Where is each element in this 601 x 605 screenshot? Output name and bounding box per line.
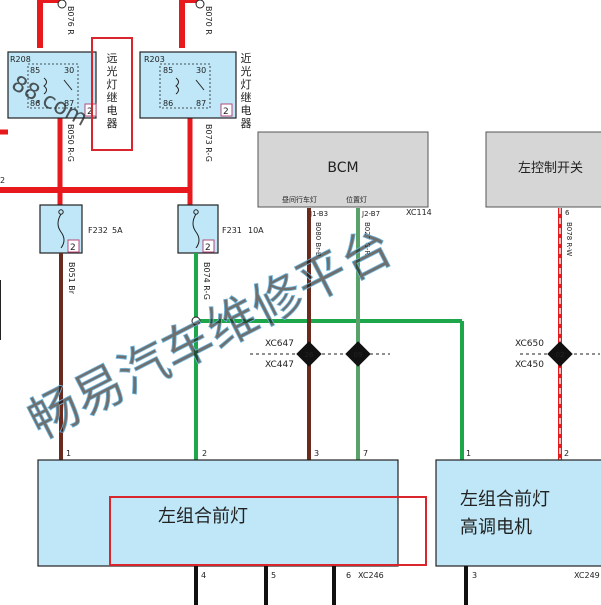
bcm-pin-2: J2-B7	[361, 210, 380, 218]
relay-right: R203 85 30 86 87 2	[139, 51, 237, 119]
relay-right-ref: R203	[144, 55, 165, 64]
left-control-switch: 左控制开关	[485, 131, 601, 208]
headlamp-connector: XC246	[358, 571, 384, 580]
headlamp-pin-5: 5	[271, 571, 276, 580]
motor-pin-3: 3	[472, 571, 477, 580]
switch-pin: 6	[565, 209, 570, 217]
fuse-left-wire-out: B051 Br	[67, 262, 76, 295]
motor-title-1: 左组合前灯	[460, 489, 550, 510]
fuse-right: 2	[177, 204, 219, 254]
fuse-left: 2	[39, 204, 83, 254]
relay-left-wire-bottom: B050 R-G	[66, 124, 75, 162]
motor-pin-1: 1	[466, 449, 471, 458]
headlamp-highlight	[109, 496, 427, 566]
fuse-left-ref: F232	[88, 226, 108, 235]
bcm-module: BCM 昼间行车灯 位置灯	[257, 131, 429, 208]
fuse-right-ref: F231	[222, 226, 242, 235]
headlamp-motor: 1 2 左组合前灯 高调电机	[435, 449, 601, 567]
headlamp-pin-6: 6	[346, 571, 351, 580]
relay-right-name-text: 近光灯继电器	[241, 52, 252, 130]
splice-node	[195, 0, 205, 9]
splice-right-bottom: XC450	[515, 360, 544, 370]
headlamp-pin-4: 4	[201, 571, 206, 580]
fuse-right-badge: 2	[205, 243, 211, 253]
bcm-port-2: 位置灯	[346, 195, 367, 204]
splice-connector-left: 26 09	[250, 341, 390, 367]
relay-left-pin-87: 87	[64, 99, 74, 108]
relay-right-pin-30: 30	[196, 66, 206, 75]
relay-left-name-text: 远光灯继电器	[107, 52, 118, 130]
switch-wire: B078 R-W	[565, 222, 573, 256]
headlamp-title: 左组合前灯	[158, 506, 248, 527]
relay-left-pin-30: 30	[64, 66, 74, 75]
bcm-pin-1: J1-B3	[309, 210, 328, 218]
fuse-left-rating: 5A	[112, 226, 123, 235]
splice-node	[191, 316, 201, 326]
headlamp-pin-7: 7	[363, 449, 368, 458]
splice-left-bottom: XC447	[265, 360, 294, 370]
relay-right-pin-87: 87	[196, 99, 206, 108]
left-headlamp: 1 2 3 7 左组合前灯	[37, 449, 427, 567]
relay-left-name: 远光灯继电器	[91, 37, 133, 151]
relay-right-pin-85: 85	[163, 66, 173, 75]
fuse-right-wire-out: B074 R-G	[202, 262, 211, 300]
splice-connector-right: 02	[520, 341, 600, 367]
splice-left-b: 09	[354, 351, 363, 359]
motor-pin-2: 2	[564, 449, 569, 458]
svg-text:2: 2	[0, 176, 5, 185]
headlamp-pin-2: 2	[202, 449, 207, 458]
headlamp-pin-3: 3	[314, 449, 319, 458]
relay-right-badge: 2	[223, 107, 229, 117]
bcm-title: BCM	[327, 160, 358, 176]
bcm-wire-2: B027 G-R	[363, 222, 371, 255]
splice-right-a: 02	[556, 351, 565, 359]
relay-left-pin-85: 85	[30, 66, 40, 75]
red-power-wires	[0, 0, 200, 205]
splice-right-top: XC650	[515, 339, 544, 349]
headlamp-pin-1: 1	[66, 449, 71, 458]
motor-title-2: 高调电机	[460, 517, 532, 538]
switch-title: 左控制开关	[518, 161, 583, 176]
relay-right-wire-top: B070 R	[204, 6, 213, 35]
relay-left-pin-86: 86	[30, 99, 40, 108]
relay-left-wire-top: B076 R	[66, 6, 75, 35]
bcm-port-1: 昼间行车灯	[282, 195, 317, 204]
relay-left-badge: 2	[87, 107, 93, 117]
bcm-wire-1: B080 Br-B	[314, 222, 322, 257]
relay-left-ref: R208	[10, 55, 31, 64]
motor-connector: XC249	[574, 571, 600, 580]
relay-right-wire-bottom: B073 R-G	[204, 124, 213, 162]
splice-left-top: XC647	[265, 339, 294, 349]
fuse-right-rating: 10A	[248, 226, 264, 235]
fuse-left-badge: 2	[70, 243, 76, 253]
bcm-connector: XC114	[406, 208, 432, 217]
splice-node	[57, 0, 67, 9]
relay-right-pin-86: 86	[163, 99, 173, 108]
splice-left-a: 26	[305, 351, 314, 359]
relay-left: R208 85 30 86 87 2	[7, 51, 97, 119]
